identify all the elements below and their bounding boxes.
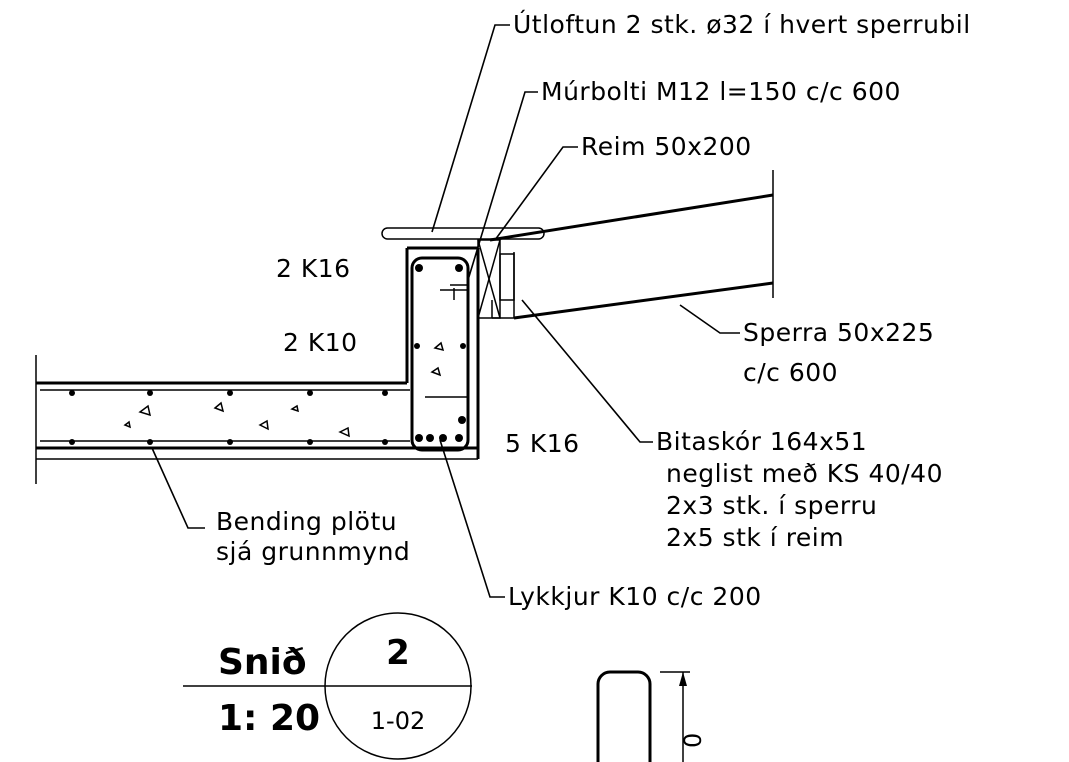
section-label: Snið	[218, 642, 307, 683]
label-hanger-2: neglist með KS 40/40	[666, 459, 943, 488]
label-rafter-1: Sperra 50x225	[743, 318, 934, 347]
leader-lines	[151, 24, 740, 598]
label-slab-2: sjá grunnmynd	[216, 537, 410, 566]
label-vent: Útloftun 2 stk. ø32 í hvert sperrubil	[513, 9, 971, 39]
label-stirrups: Lykkjur K10 c/c 200	[508, 582, 762, 611]
callout-labels: Útloftun 2 stk. ø32 í hvert sperrubil Mú…	[216, 9, 971, 611]
section-scale: 1: 20	[218, 698, 320, 739]
rebar-bars	[69, 264, 466, 445]
concrete-slab	[35, 355, 478, 484]
label-hanger-3: 2x3 stk. í sperru	[666, 491, 877, 520]
section-mark: Snið 1: 20 2 1-02	[183, 612, 472, 760]
label-hanger-1: Bitaskór 164x51	[656, 427, 867, 456]
upstand-beam	[405, 246, 480, 459]
rebar-label-top: 2 K16	[276, 254, 351, 283]
vent-pipe	[381, 227, 545, 240]
label-hanger-4: 2x5 stk í reim	[666, 523, 844, 552]
label-slab-1: Bending plötu	[216, 507, 397, 536]
partial-detail: 0	[596, 670, 707, 762]
rebar-label-bottom: 5 K16	[505, 429, 580, 458]
section-number: 2	[386, 633, 410, 673]
label-anchor: Múrbolti M12 l=150 c/c 600	[541, 77, 901, 106]
rafter	[489, 170, 774, 320]
partial-dimension: 0	[679, 733, 707, 748]
rebar-label-mid: 2 K10	[283, 328, 358, 357]
concrete-aggregate	[123, 341, 445, 438]
label-rafter-2: c/c 600	[743, 358, 838, 387]
section-sheet: 1-02	[371, 707, 425, 735]
label-wallplate: Reim 50x200	[581, 132, 752, 161]
